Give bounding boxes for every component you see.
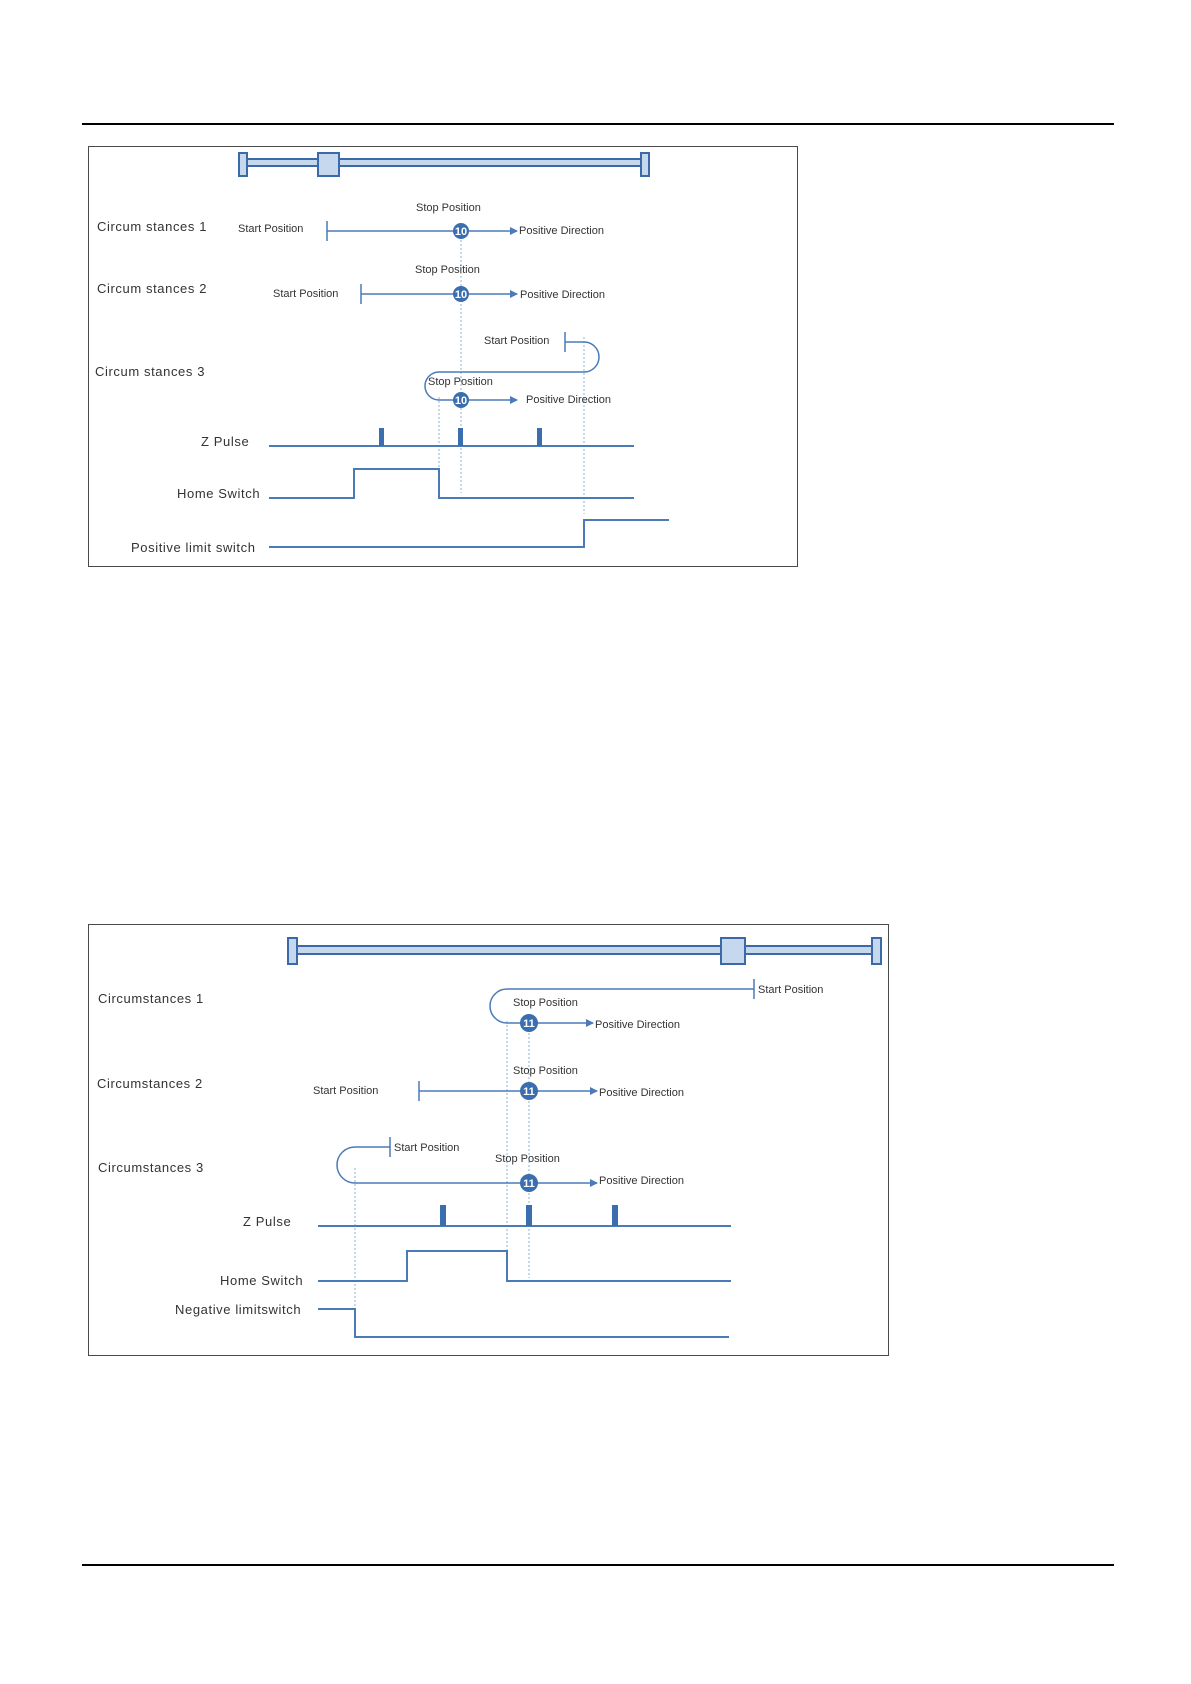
- limit-switch-label: Negative limitswitch: [175, 1302, 301, 1317]
- carriage: [720, 937, 746, 965]
- c2-stop-label: Stop Position: [415, 264, 480, 276]
- c1-direction-label: Positive Direction: [595, 1019, 680, 1031]
- c2-start-label: Start Position: [313, 1085, 378, 1097]
- svg-text:10: 10: [455, 226, 467, 238]
- c3-path: [336, 1137, 598, 1187]
- home-switch-label: Home Switch: [220, 1273, 303, 1288]
- c3-stop-badge: 11: [520, 1174, 538, 1192]
- c3-path: [424, 332, 600, 404]
- c2-stop-label: Stop Position: [513, 1065, 578, 1077]
- row-label-c1: Circumstances 1: [98, 991, 204, 1006]
- svg-text:11: 11: [523, 1086, 535, 1098]
- c3-stop-label: Stop Position: [428, 376, 493, 388]
- rail-left-stop: [238, 152, 248, 177]
- c2-direction-label: Positive Direction: [520, 289, 605, 301]
- c2-stop-badge: 10: [453, 286, 469, 302]
- row-label-c3: Circum stances 3: [95, 364, 205, 379]
- c1-stop-label: Stop Position: [513, 997, 578, 1009]
- guide-lines: [354, 1021, 530, 1338]
- limit-switch-signal: [269, 519, 669, 548]
- c3-direction-label: Positive Direction: [599, 1175, 684, 1187]
- c1-stop-badge: 10: [453, 223, 469, 239]
- c1-start-label: Start Position: [238, 223, 303, 235]
- home-switch-signal: [318, 1250, 731, 1282]
- homing-diagram-11-svg: Circumstances 1 Start Position Stop Posi…: [97, 937, 882, 1338]
- c2-path: [360, 284, 518, 304]
- home-switch-signal: [269, 468, 634, 499]
- homing-diagram-10-svg: Circum stances 1 Start Position Stop Pos…: [95, 152, 669, 555]
- limit-switch-signal: [318, 1308, 729, 1338]
- rail-right-stop: [640, 152, 650, 177]
- svg-text:11: 11: [523, 1178, 535, 1190]
- c1-stop-badge: 11: [520, 1014, 538, 1032]
- c3-start-label: Start Position: [484, 335, 549, 347]
- c1-path: [326, 221, 518, 241]
- z-pulse-label: Z Pulse: [243, 1214, 291, 1229]
- z-pulse-label: Z Pulse: [201, 434, 249, 449]
- header-rule: [82, 123, 1114, 125]
- z-pulse-signal: [269, 428, 634, 447]
- row-label-c1: Circum stances 1: [97, 219, 207, 234]
- c1-stop-label: Stop Position: [416, 202, 481, 214]
- c1-direction-label: Positive Direction: [519, 225, 604, 237]
- c3-stop-label: Stop Position: [495, 1153, 560, 1165]
- svg-text:11: 11: [523, 1018, 535, 1030]
- svg-text:10: 10: [455, 289, 467, 301]
- z-pulse-signal: [318, 1205, 731, 1227]
- row-label-c2: Circumstances 2: [97, 1076, 203, 1091]
- axis-rail: [287, 937, 882, 965]
- homing-diagram-10: Circum stances 1 Start Position Stop Pos…: [88, 146, 798, 567]
- c3-direction-label: Positive Direction: [526, 394, 611, 406]
- rail-right-stop: [871, 937, 882, 965]
- homing-diagram-11: Circumstances 1 Start Position Stop Posi…: [88, 924, 889, 1356]
- c2-stop-badge: 11: [520, 1082, 538, 1100]
- limit-switch-label: Positive limit switch: [131, 540, 256, 555]
- c1-start-label: Start Position: [758, 984, 823, 996]
- axis-rail: [238, 152, 650, 177]
- c2-path: [418, 1081, 598, 1101]
- c3-start-label: Start Position: [394, 1142, 459, 1154]
- c1-path: [489, 979, 755, 1027]
- c2-start-label: Start Position: [273, 288, 338, 300]
- c2-direction-label: Positive Direction: [599, 1087, 684, 1099]
- svg-text:10: 10: [455, 395, 467, 407]
- row-label-c2: Circum stances 2: [97, 281, 207, 296]
- footer-rule: [82, 1564, 1114, 1566]
- c3-stop-badge: 10: [453, 392, 469, 408]
- rail-left-stop: [287, 937, 298, 965]
- row-label-c3: Circumstances 3: [98, 1160, 204, 1175]
- home-switch-label: Home Switch: [177, 486, 260, 501]
- carriage: [317, 152, 340, 177]
